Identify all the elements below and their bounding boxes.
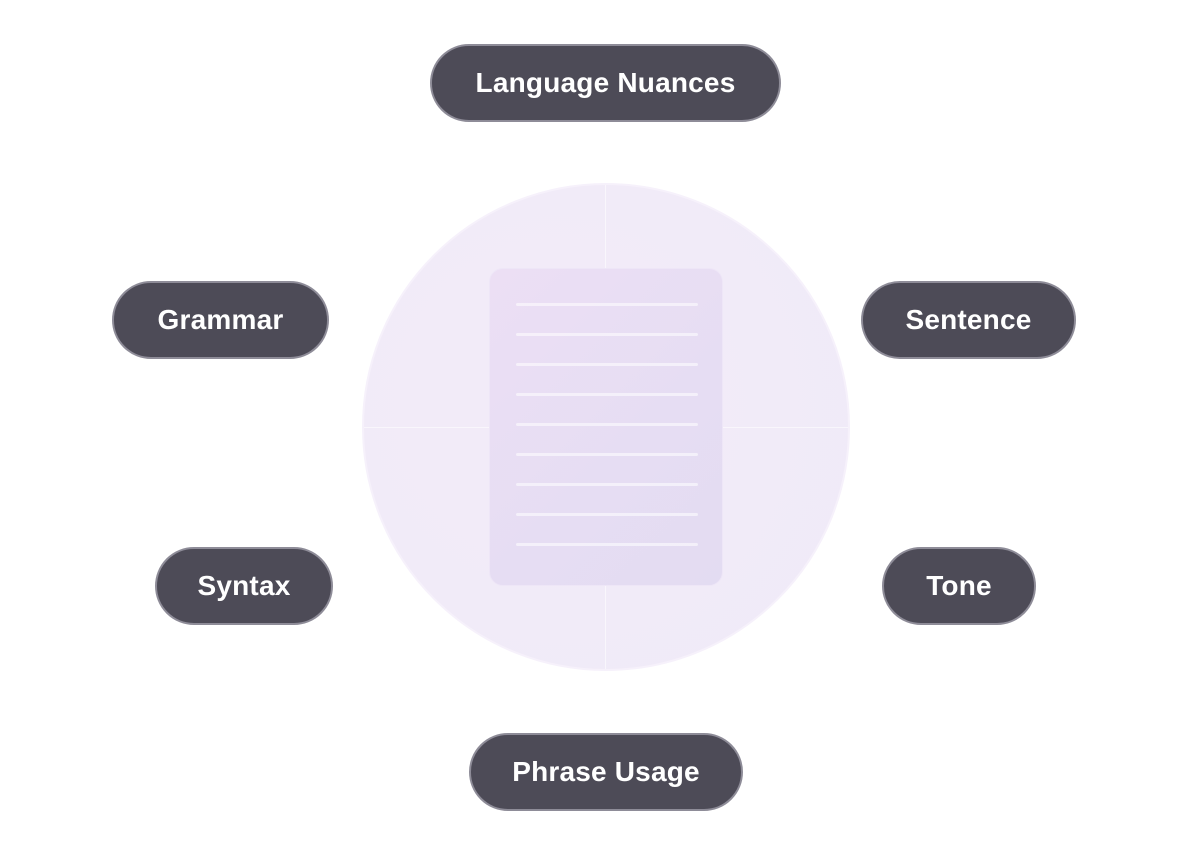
node-grammar: Grammar <box>112 281 329 359</box>
document-line <box>516 483 698 486</box>
document-icon <box>489 268 723 586</box>
node-language-nuances: Language Nuances <box>430 44 781 122</box>
document-line <box>516 513 698 516</box>
document-line <box>516 333 698 336</box>
node-sentence: Sentence <box>861 281 1076 359</box>
document-line <box>516 453 698 456</box>
document-line <box>516 423 698 426</box>
node-tone: Tone <box>882 547 1036 625</box>
node-syntax: Syntax <box>155 547 333 625</box>
document-line <box>516 363 698 366</box>
document-line <box>516 393 698 396</box>
node-phrase-usage: Phrase Usage <box>469 733 743 811</box>
document-line <box>516 543 698 546</box>
document-line <box>516 303 698 306</box>
